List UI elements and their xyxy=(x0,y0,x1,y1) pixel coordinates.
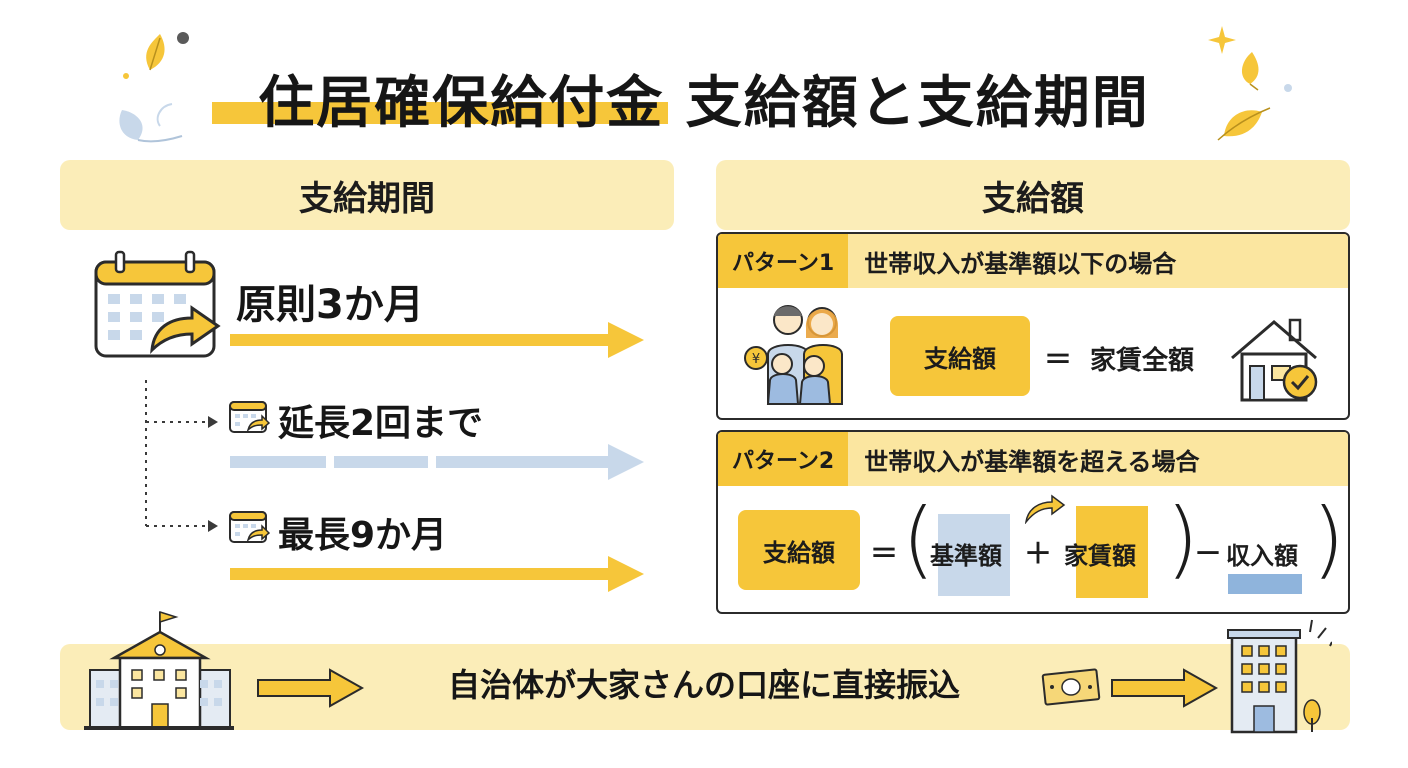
transfer-text: 自治体が大家さんの口座に直接振込 xyxy=(447,666,960,704)
pattern2-amount-box: 支給額 xyxy=(738,510,860,590)
pattern2-equals: ＝ xyxy=(870,537,899,570)
rent-amount: 家賃額 xyxy=(1064,542,1136,570)
title-highlight xyxy=(212,102,668,124)
page-title: 住居確保給付金 支給額と支給期間 xyxy=(258,71,1150,136)
amount-header-label: 支給額 xyxy=(982,178,1084,219)
period-header-label: 支給期間 xyxy=(299,178,435,219)
city-hall-icon xyxy=(84,610,234,730)
income-amount-bar xyxy=(1228,574,1302,594)
rent-amount-fill xyxy=(1076,506,1148,598)
pattern2-desc: 世帯収入が基準額を超える場合 xyxy=(864,447,1200,476)
leaf-decoration-left xyxy=(119,32,189,143)
banknote-icon xyxy=(1041,668,1101,706)
close-paren: ) xyxy=(1166,490,1199,588)
arrow-basic xyxy=(230,322,644,358)
pattern2-amount-label: 支給額 xyxy=(763,538,835,567)
pattern1-tag: パターン1 xyxy=(718,234,849,288)
sparkle-icon xyxy=(1208,26,1236,54)
house-check-icon xyxy=(1231,318,1318,402)
pattern1-amount-box: 支給額 xyxy=(890,316,1030,396)
pattern1-amount-label: 支給額 xyxy=(924,344,996,373)
minus-sign: － xyxy=(1194,537,1223,570)
pattern1-header: パターン1 世帯収入が基準額以下の場合 xyxy=(718,234,1348,288)
arrow-max xyxy=(230,556,644,592)
pattern1-result: 家賃全額 xyxy=(1090,346,1195,376)
step-extend-label: 延長2回まで xyxy=(278,403,484,444)
family-icon: ¥ xyxy=(744,305,843,405)
period-header: 支給期間 xyxy=(60,160,674,230)
plus-sign: ＋ xyxy=(1024,537,1053,570)
step-basic-label: 原則3か月 xyxy=(236,282,424,328)
pattern1-equals: ＝ xyxy=(1044,343,1073,376)
transfer-arrow-left xyxy=(257,668,365,708)
calendar-icon xyxy=(94,250,221,358)
pattern2-tag: パターン2 xyxy=(718,432,849,486)
leaf-decoration-right xyxy=(1208,26,1292,141)
income-amount: 収入額 xyxy=(1226,542,1298,570)
apartment-building-icon xyxy=(1227,619,1332,734)
calendar-small-icon xyxy=(229,511,270,543)
base-amount-fill xyxy=(938,514,1010,596)
transfer-arrow-right xyxy=(1111,668,1219,708)
pattern2-header: パターン2 世帯収入が基準額を超える場合 xyxy=(718,432,1348,486)
open-paren: ( xyxy=(902,490,935,588)
calendar-small-icon xyxy=(229,401,270,433)
dotted-connector xyxy=(145,380,218,532)
outer-close-paren: ) xyxy=(1312,490,1345,588)
arrow-extend xyxy=(230,444,644,480)
svg-text:¥: ¥ xyxy=(752,352,760,367)
amount-header: 支給額 xyxy=(716,160,1350,230)
step-max-label: 最長9か月 xyxy=(278,515,448,556)
pattern2-card: パターン2 世帯収入が基準額を超える場合 支給額 ＝ ( 基準額 ＋ 家賃額 )… xyxy=(716,430,1350,614)
pattern1-desc: 世帯収入が基準額以下の場合 xyxy=(864,249,1177,278)
base-amount: 基準額 xyxy=(930,542,1002,570)
curved-arrow-icon xyxy=(1024,494,1066,524)
pattern1-card: パターン1 世帯収入が基準額以下の場合 ¥ 支給額 ＝ 家賃全額 xyxy=(716,232,1350,420)
